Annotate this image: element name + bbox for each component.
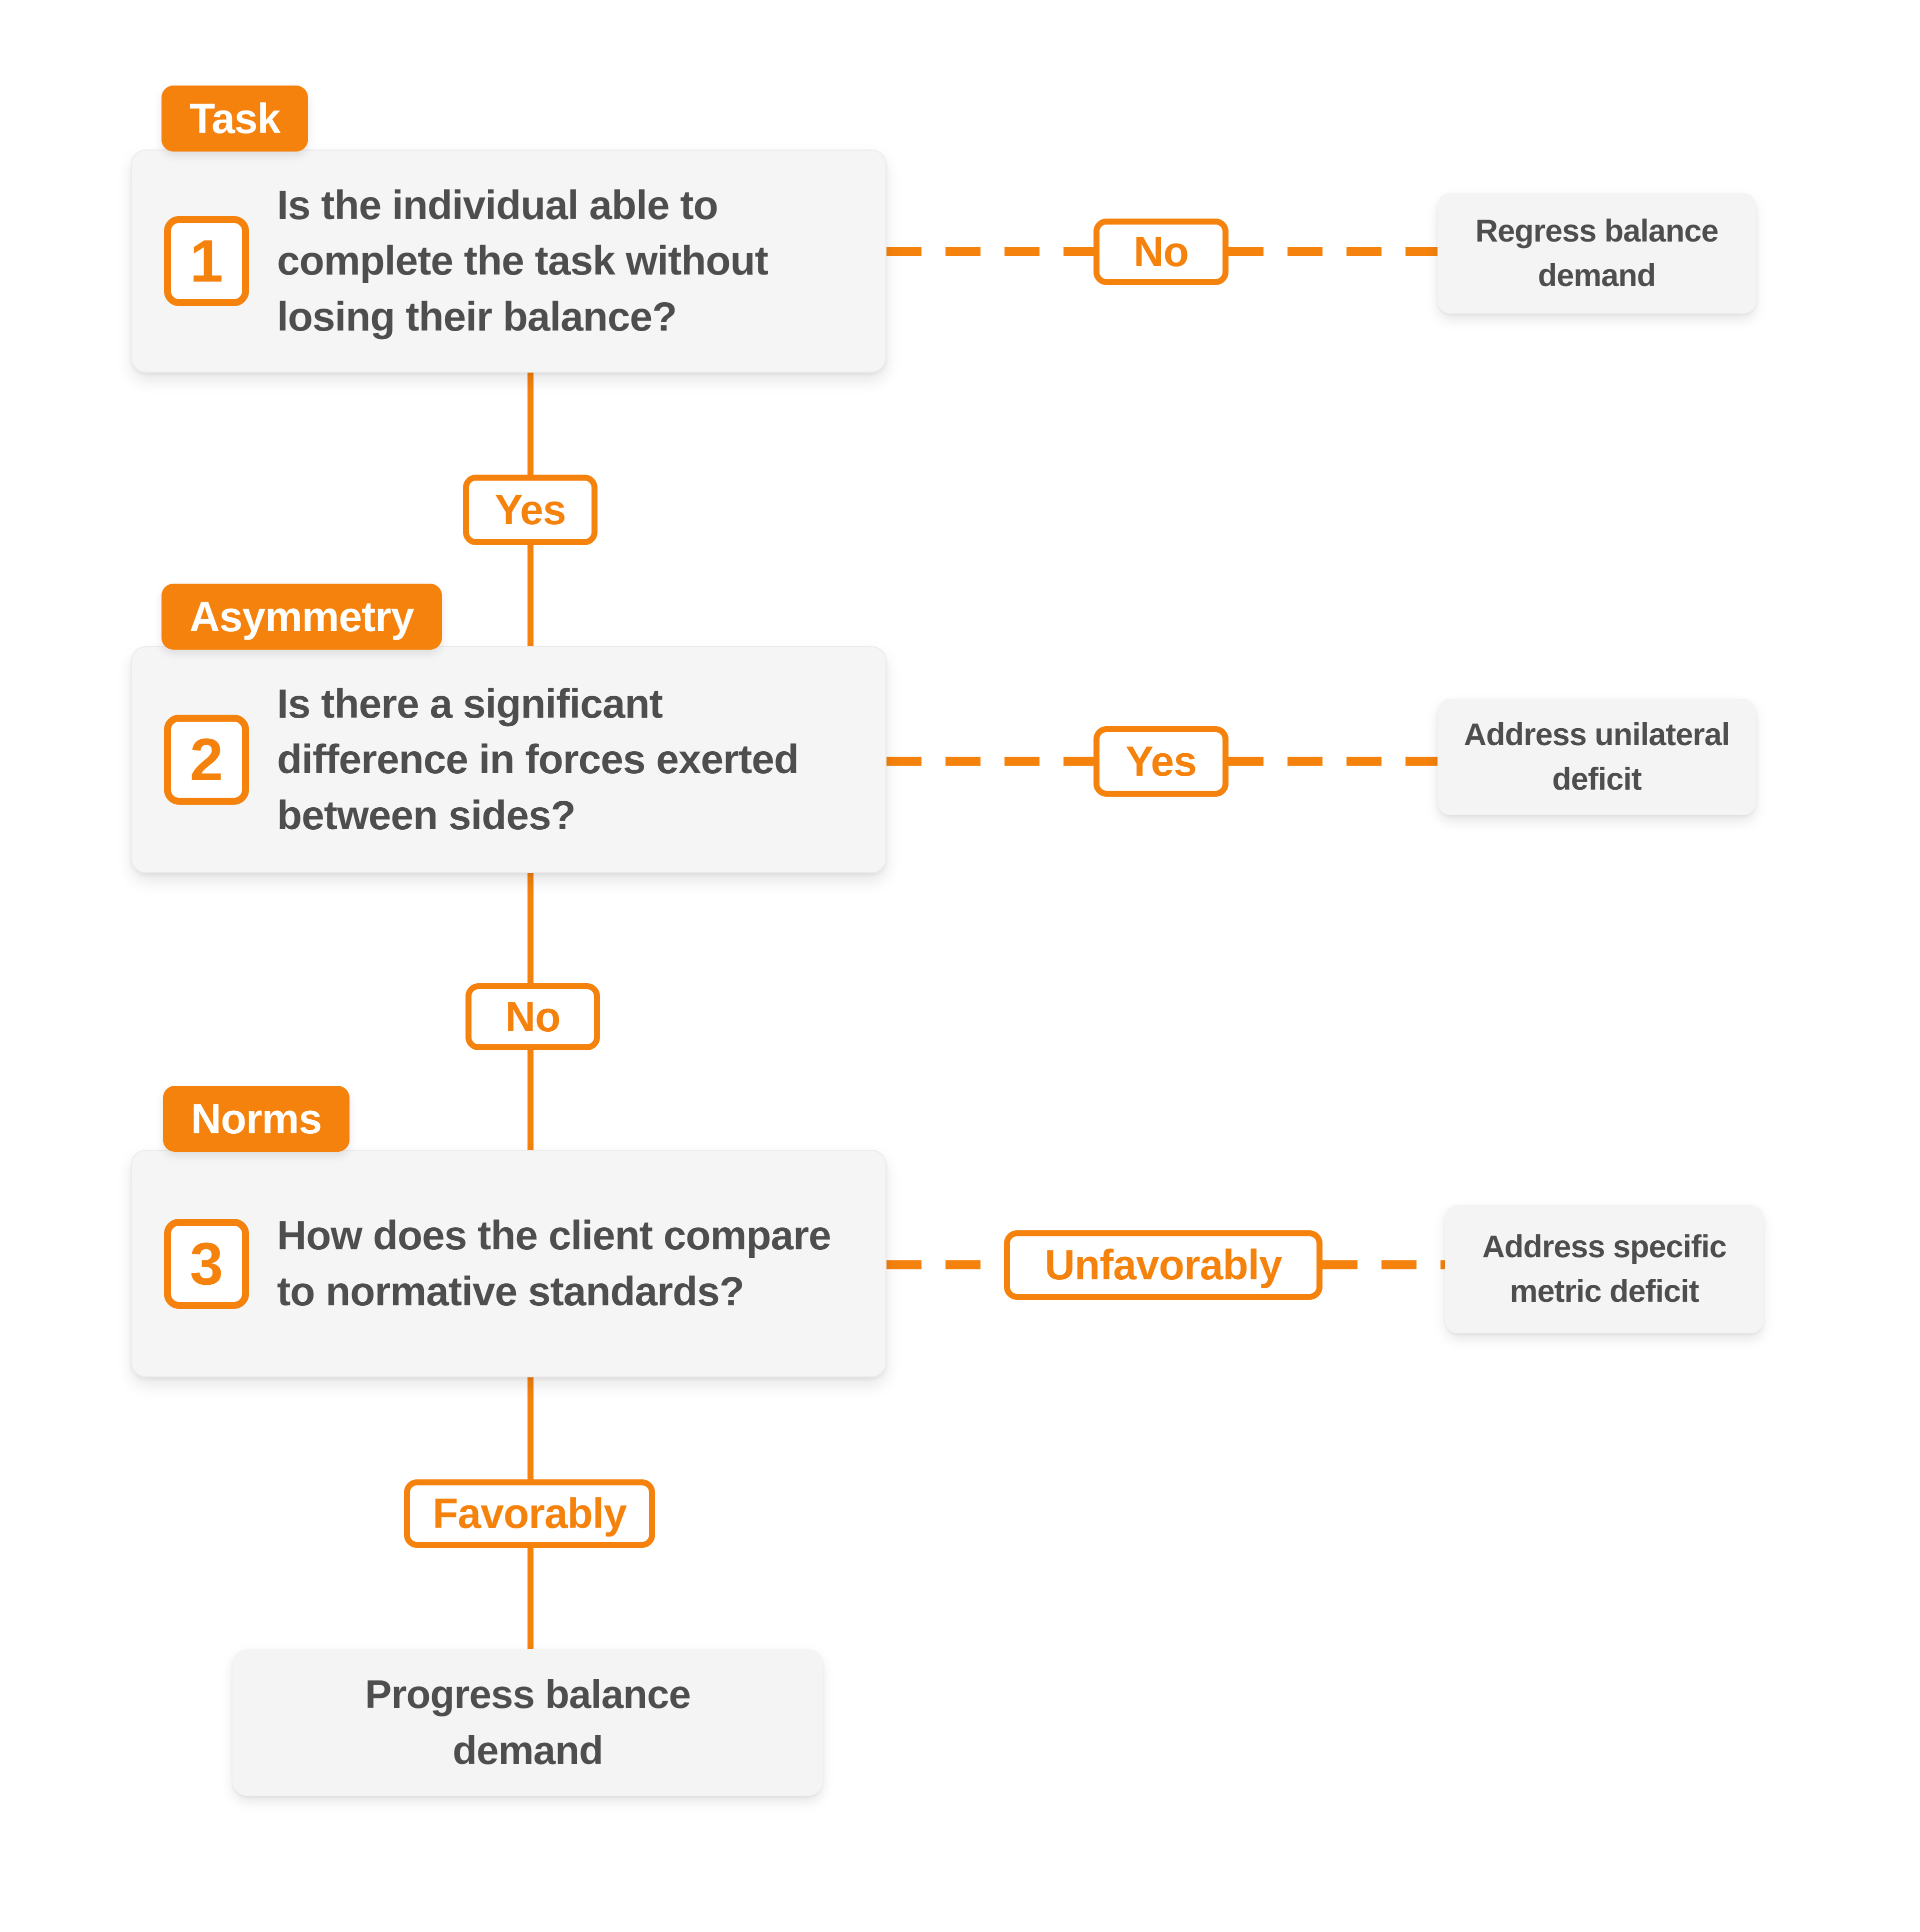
dashed-line-step1-branch: [886, 247, 1094, 256]
question-text-2: Is there a significant difference in for…: [277, 681, 799, 838]
question-node-1: 1 Is the individual able to complete the…: [131, 150, 886, 373]
category-tag-task: Task: [162, 86, 308, 152]
dashed-line-step1-result: [1228, 247, 1438, 256]
question-text-1: Is the individual able to complete the t…: [277, 182, 768, 340]
continue-pill-no-2: No: [466, 983, 600, 1050]
dashed-line-step3-branch: [886, 1260, 1004, 1269]
result-node-progress: Progress balance demand: [232, 1649, 823, 1796]
question-node-2: 2 Is there a significant difference in f…: [131, 646, 886, 873]
step-number-badge-2: 2: [164, 715, 249, 805]
result-node-regress: Regress balance demand: [1438, 193, 1756, 314]
category-tag-norms: Norms: [163, 1086, 350, 1152]
question-node-3: 3 How does the client compare to normati…: [131, 1150, 886, 1377]
step-number-badge-3: 3: [164, 1218, 249, 1309]
branch-pill-unfavorably: Unfavorably: [1004, 1230, 1322, 1300]
continue-pill-yes-1: Yes: [463, 475, 598, 545]
dashed-line-step3-result: [1322, 1260, 1445, 1269]
category-tag-asymmetry: Asymmetry: [162, 584, 442, 650]
branch-pill-yes-2: Yes: [1094, 726, 1228, 797]
branch-pill-no-1: No: [1094, 219, 1228, 285]
result-node-unilateral: Address unilateral deficit: [1438, 699, 1756, 815]
step-number-badge-1: 1: [164, 216, 249, 306]
continue-pill-favorably: Favorably: [404, 1479, 655, 1548]
dashed-line-step2-result: [1228, 757, 1438, 766]
question-text-3: How does the client compare to normative…: [277, 1212, 832, 1314]
dashed-line-step2-branch: [886, 757, 1094, 766]
result-node-metric: Address specific metric deficit: [1445, 1205, 1764, 1333]
